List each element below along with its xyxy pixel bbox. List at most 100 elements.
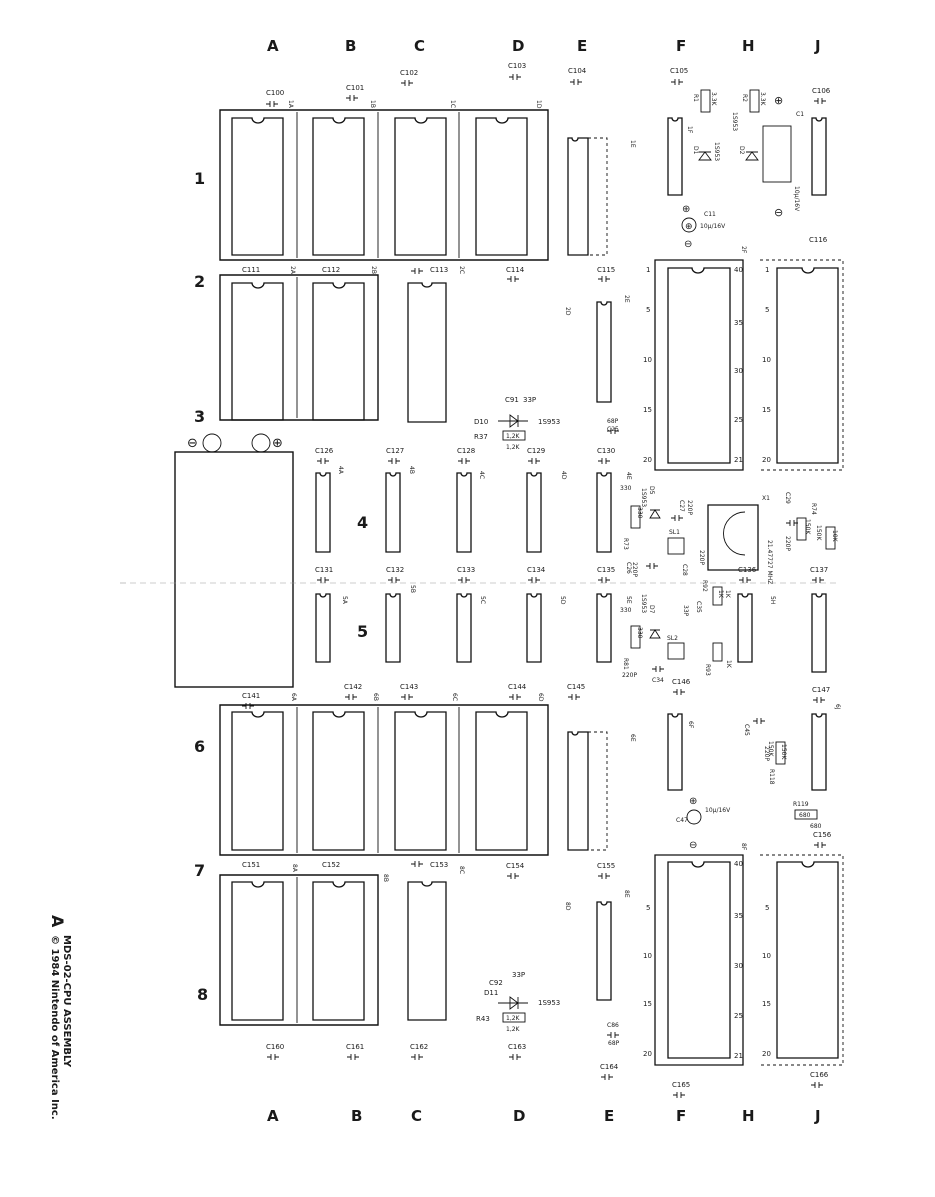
pin-2f-30: 30 [734,367,743,375]
ic-5c [456,593,472,663]
d2-type: 1S953 [731,112,738,131]
c27-label: C27 [678,500,685,512]
ic-6d [475,711,528,851]
bypass-capacitor-symbols [242,74,826,1098]
ic-6a [231,711,284,851]
pin-8j-20: 20 [762,1050,771,1058]
c34-label: C34 [652,677,664,684]
c105-label: C105 [670,67,688,75]
r119-value: 680 [799,812,811,819]
row-label-4: 4 [357,513,368,532]
chip-5b-label: 5B [409,585,416,593]
ic-2f [654,259,744,471]
chip-2d-label: 2D [564,307,571,316]
r73-label: R73 [622,538,629,550]
r118-value-2: 150K [767,741,774,757]
ic-4a [315,472,331,553]
d11-label: D11 [484,989,498,997]
ic-5j [811,593,827,673]
title-block: A MDS-02-CPU ASSEMBLY © 1984 Nintendo of… [48,915,72,1120]
resistors-r1-r2: R1 3.3K R2 3.3K D1 1S953 D2 1S953 [692,89,766,161]
ic-5e [596,593,612,663]
c45-value: 220P [763,746,770,761]
chip-4c-label: 4C [478,471,485,479]
d5-label: D5 [648,486,655,495]
pin-2f-15: 15 [643,406,652,414]
pin-2f-5: 5 [646,306,650,314]
battery-minus-icon: ⊖ [187,436,198,451]
sl1-label: SL1 [669,529,680,536]
chip-2a-label: 2A [289,266,296,275]
row-label-5: 5 [357,622,368,641]
c34-value: 220P [622,672,637,679]
c152-label: C152 [322,861,340,869]
forty-pin-chips: 1 5 10 15 20 40 35 30 25 21 1 5 10 15 20… [643,259,844,1066]
c1-label: C1 [796,111,804,118]
chip-1f-label: 1F [686,126,693,134]
title-letter: A [48,915,67,928]
pin-8f-20: 20 [643,1050,652,1058]
ic-1j [811,117,827,196]
c134-label: C134 [527,566,546,574]
c103-label: C103 [508,62,526,70]
ic-4d [526,472,542,553]
ic-5b [385,593,401,663]
chip-6f-label: 6F [687,721,694,729]
r92-value-2: 1K [724,590,731,599]
col-label-h-bottom: H [742,1107,755,1125]
chip-5e-label: 5E [625,596,632,604]
r81-label: R81 [622,658,629,670]
chip-8d-label: 8D [564,902,571,911]
pin-2f-25: 25 [734,416,743,424]
pin-8j-10: 10 [762,952,771,960]
ic-6f [667,713,683,791]
chip-1d-label: 1D [535,100,542,109]
chip-6d-label: 6D [537,693,544,702]
col-label-b-bottom: B [351,1107,362,1125]
c26-value: 220P [631,562,638,577]
c92-label: C92 [489,979,503,987]
c35-value: 33P [682,605,689,617]
c11-plus-icon: ⊕ [682,204,690,215]
c133-label: C133 [457,566,475,574]
pin-8j-15: 15 [762,1000,771,1008]
pin-8f-30: 30 [734,962,743,970]
c25-value: 68P [607,418,619,425]
c153-label: C153 [430,861,448,869]
r93-value: 1K [725,660,732,669]
d1-type: 1S953 [713,142,720,161]
col-label-h: H [742,37,755,55]
col-label-c-bottom: C [411,1107,422,1125]
c29-label: C29 [784,492,791,504]
ic-1b [312,117,365,256]
electrolytic-c11: ⊕ ⊕ ⊖ C11 10μ/16V [681,204,726,250]
c115-label: C115 [597,266,615,274]
chip-1b-label: 1B [369,100,376,108]
col-label-d-bottom: D [513,1107,525,1125]
c146-label: C146 [672,678,691,686]
ic-1f [667,117,683,196]
ic-2b [312,282,365,421]
ic-8j [760,854,844,1066]
chip-5h-label: 5H [769,596,776,604]
c154-label: C154 [506,862,525,870]
pin-2f-21: 21 [734,456,743,464]
chip-4a-label: 4A [337,466,344,475]
r37-value-2: 1,2K [506,444,521,451]
capacitor-labels: C100 C101 C102 C103 C104 C105 C106 C111 … [242,62,832,1089]
d10-type: 1S953 [538,418,560,426]
pin-2j-1: 1 [765,266,769,274]
c47-plus-icon: ⊕ [689,796,697,807]
chip-5c-label: 5C [479,596,486,604]
c130-label: C130 [597,447,615,455]
c28-label: C28 [681,564,688,576]
row-label-3: 3 [194,407,205,426]
c137-label: C137 [810,566,828,574]
col-label-d: D [512,37,524,55]
ic-2j [760,259,844,471]
c35-label: C35 [695,601,702,613]
title-line-1: MDS-02-CPU ASSEMBLY [61,935,72,1068]
r81-value-2: 330 [620,607,632,614]
electrolytic-c47: ⊕ ⊖ C47 10μ/16V [676,796,731,851]
c144-label: C144 [508,683,527,691]
